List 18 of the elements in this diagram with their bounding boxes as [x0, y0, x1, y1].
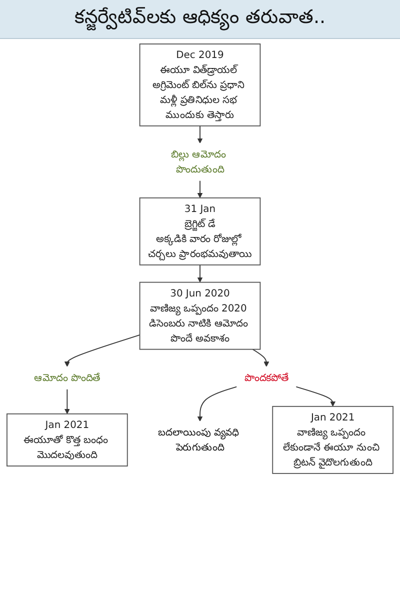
node-box: 30 Jun 2020 వాణిజ్య ఒప్పందం 2020 డిసెంబరు నాటికి ఆమోదం పొందే అవకాశం [139, 282, 261, 350]
arrow [64, 334, 140, 367]
node-text: బదలాయింపు వ్యవధి పెరుగుతుంది [158, 426, 239, 453]
arrow [252, 348, 270, 367]
node-box: Jan 2021 వాణిజ్య ఒప్పందం లేకుండానే ఈయూ నుంచి బ్రిటన్ వైదొలగుతుంది [272, 406, 394, 474]
arrow [197, 386, 238, 422]
node-text: పొందకపోతే [244, 372, 288, 384]
arrow [197, 264, 203, 283]
arrow [295, 386, 336, 407]
node-box: Jan 2021 ఈయూతో కొత్త బంధం మొదలవుతుంది [6, 413, 128, 466]
node-box: Dec 2019 ఈయూ విత్‌డ్రాయల్ అగ్రిమెంట్ బిల్‌ను ప్రధాని మళ్లీ ప్రతినిధుల సభ ముందుకు తెస్తారు [139, 44, 261, 126]
arrow [64, 388, 70, 414]
arrow [197, 180, 203, 198]
arrow [197, 125, 203, 144]
node-box: 31 Jan బ్రెగ్జిట్ డే అక్కడికి వారం రోజుల్లో చర్చలు ప్రారంభమవుతాయి [139, 197, 261, 266]
title: కన్జర్వేటివ్‌లకు ఆధిక్యం తరువాత.. [0, 0, 400, 39]
node-text: బిల్లు ఆమోదం పొందుతుంది [171, 148, 226, 175]
node-text: ఆమోదం పొందితే [34, 372, 100, 384]
